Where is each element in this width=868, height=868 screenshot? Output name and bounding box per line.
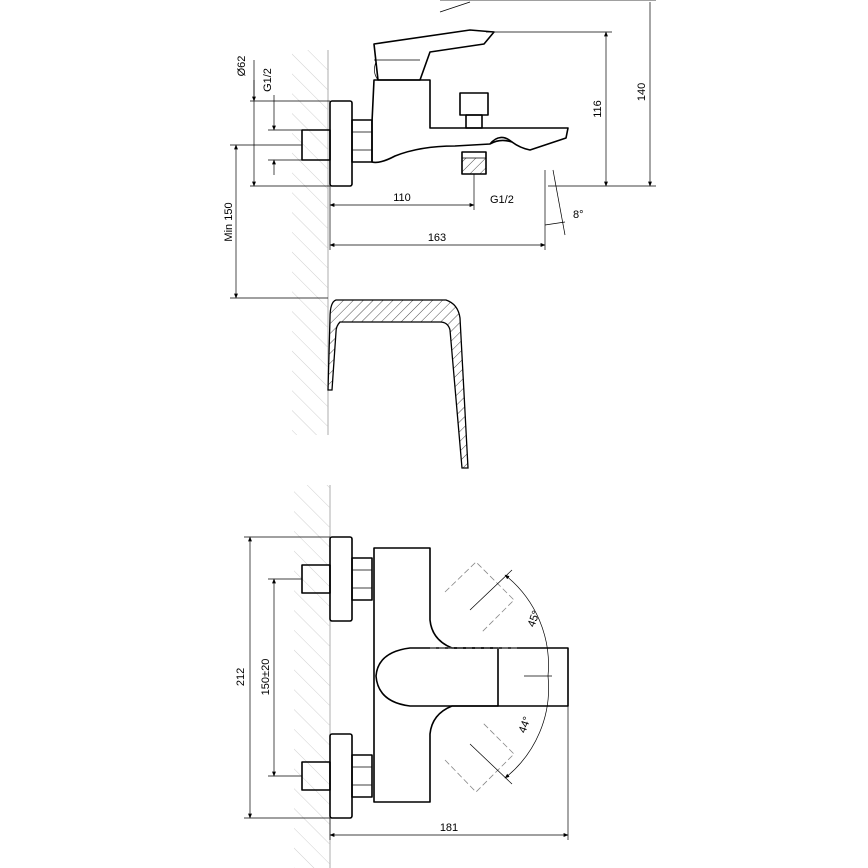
top-view bbox=[244, 485, 569, 868]
mixer-body-top bbox=[373, 547, 569, 803]
dim-g12-bottom-label: G1/2 bbox=[490, 194, 514, 206]
dim-min150-label: Min 150 bbox=[223, 202, 235, 241]
dim-angle45-label: 45° bbox=[526, 609, 543, 629]
side-dimensions bbox=[230, 0, 656, 299]
mixer-body-side bbox=[371, 29, 569, 175]
dim-angle8-label: 8° bbox=[573, 209, 584, 221]
dimension-labels: Ø62 G1/2 Min 150 110 G1/2 8° 163 116 140… bbox=[223, 56, 648, 834]
wall-side bbox=[292, 50, 329, 435]
handle-section bbox=[327, 299, 469, 469]
top-dimensions bbox=[244, 536, 569, 840]
dim-110-label: 110 bbox=[393, 192, 411, 204]
dim-140-label: 140 bbox=[636, 83, 648, 101]
dim-181-label: 181 bbox=[440, 822, 458, 834]
dim-150-label: 150±20 bbox=[260, 659, 272, 696]
wall-top bbox=[294, 485, 331, 868]
dim-212-label: 212 bbox=[235, 668, 247, 686]
rotation-arcs bbox=[469, 569, 549, 785]
side-view bbox=[230, 0, 656, 469]
dim-angle44-label: 44° bbox=[517, 715, 534, 735]
dim-163-label: 163 bbox=[428, 232, 446, 244]
dim-g12-left-label: G1/2 bbox=[262, 68, 274, 92]
dim-116-label: 116 bbox=[592, 100, 604, 118]
dim-dia62-label: Ø62 bbox=[236, 56, 248, 77]
